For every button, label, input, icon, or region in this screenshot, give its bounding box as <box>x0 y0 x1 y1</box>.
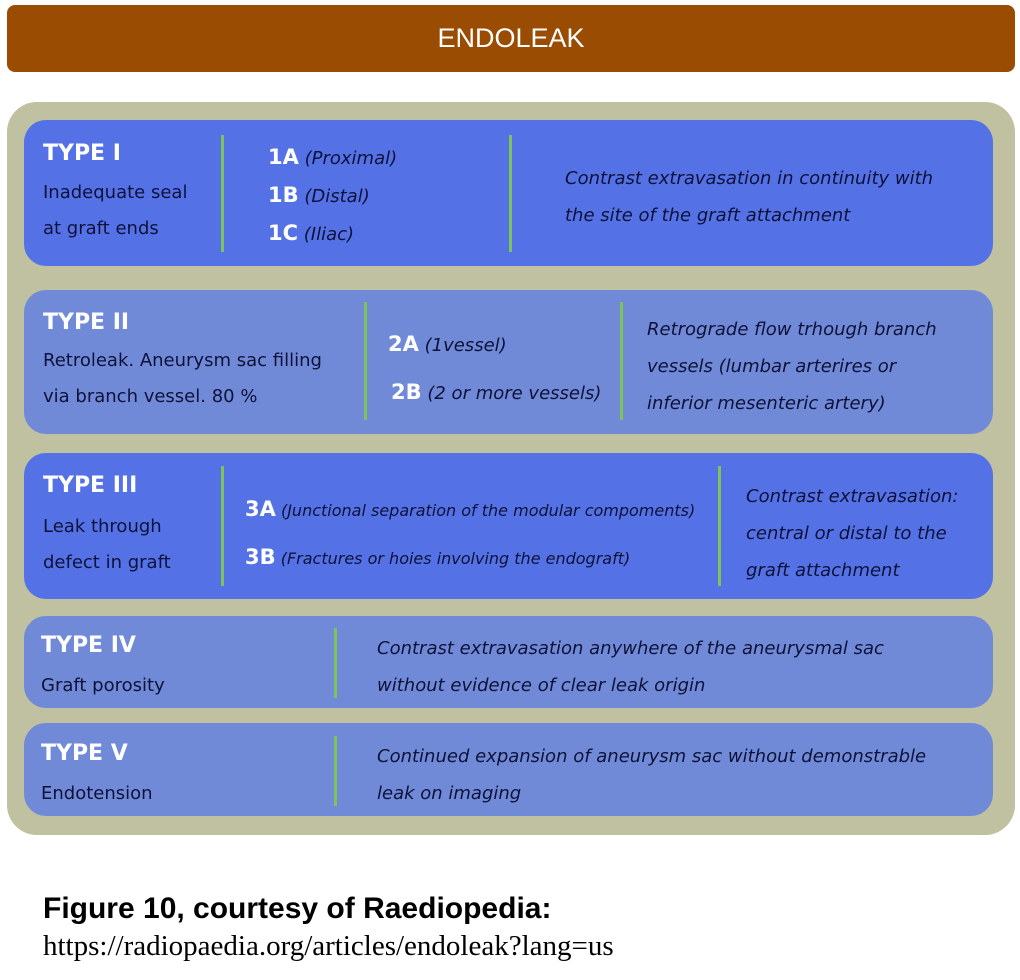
subtype-text: (Junctional separation of the modular co… <box>280 501 696 520</box>
type-iv-row <box>24 616 993 708</box>
divider <box>364 302 367 420</box>
divider <box>221 135 224 252</box>
type-iv-title: TYPE IV <box>41 633 136 658</box>
type-i-finding: Contrast extravasation in continuity wit… <box>565 160 933 234</box>
desc-line: at graft ends <box>43 218 159 239</box>
subtype: 1A (Proximal) <box>268 139 397 177</box>
type-i-title: TYPE I <box>43 141 121 166</box>
desc-line: Retroleak. Aneurysm sac filling <box>43 350 322 371</box>
desc-line: defect in graft <box>43 552 171 573</box>
finding-line: graft attachment <box>746 560 900 581</box>
type-v-row <box>24 723 993 816</box>
type-ii-finding: Retrograde flow trhough branch vessels (l… <box>647 311 937 422</box>
subtype-code: 1B <box>268 183 299 207</box>
header-title: ENDOLEAK <box>437 23 585 53</box>
type-ii-subtypes: 2A (1vessel) 2B (2 or more vessels) <box>388 321 601 417</box>
source-url: https://radiopaedia.org/articles/endolea… <box>43 930 614 962</box>
subtype: 3A (Junctional separation of the modular… <box>245 486 695 534</box>
subtype-code: 2A <box>388 332 419 356</box>
divider <box>221 466 224 586</box>
type-v-title: TYPE V <box>41 741 128 766</box>
endoleak-header: ENDOLEAK <box>7 5 1015 72</box>
divider <box>620 302 623 420</box>
finding-line: vessels (lumbar arterires or <box>647 356 897 377</box>
subtype-text: (2 or more vessels) <box>427 383 602 404</box>
subtype-text: (Proximal) <box>304 148 398 169</box>
finding-line: Contrast extravasation in continuity wit… <box>565 168 934 189</box>
type-iv-desc: Graft porosity <box>41 675 165 696</box>
finding-line: Contrast extravasation anywhere of the a… <box>377 638 884 659</box>
type-v-finding: Continued expansion of aneurysm sac with… <box>377 738 926 812</box>
type-i-desc: Inadequate seal at graft ends <box>43 175 187 247</box>
finding-line: Contrast extravasation: <box>746 486 959 507</box>
finding-line: inferior mesenteric artery) <box>647 393 886 414</box>
subtype-text: (Iliac) <box>303 224 355 245</box>
type-iii-desc: Leak through defect in graft <box>43 509 171 581</box>
subtype-text: (Distal) <box>304 186 370 207</box>
type-i-row <box>24 120 993 266</box>
finding-line: the site of the graft attachment <box>565 205 851 226</box>
figure-caption: Figure 10, courtesy of Raediopedia: <box>43 892 552 925</box>
subtype-code: 1C <box>268 221 299 245</box>
subtype: 2A (1vessel) <box>388 321 601 369</box>
subtype: 1C (Iliac) <box>268 215 397 253</box>
type-iii-subtypes: 3A (Junctional separation of the modular… <box>245 486 695 582</box>
divider <box>718 466 721 586</box>
desc-line: Inadequate seal <box>43 182 188 203</box>
divider <box>509 135 512 252</box>
subtype: 1B (Distal) <box>268 177 397 215</box>
type-i-subtypes: 1A (Proximal) 1B (Distal) 1C (Iliac) <box>268 139 397 253</box>
finding-line: Retrograde flow trhough branch <box>647 319 937 340</box>
type-ii-desc: Retroleak. Aneurysm sac filling via branc… <box>43 343 322 415</box>
type-iii-finding: Contrast extravasation: central or distal… <box>746 478 958 589</box>
desc-line: Leak through <box>43 516 162 537</box>
type-iii-row <box>24 453 993 599</box>
subtype-code: 2B <box>391 380 422 404</box>
subtype-code: 3A <box>245 497 276 521</box>
desc-line: via branch vessel. 80 % <box>43 386 258 407</box>
type-iii-title: TYPE III <box>43 473 138 498</box>
type-v-desc: Endotension <box>41 783 153 804</box>
finding-line: Continued expansion of aneurysm sac with… <box>377 746 927 767</box>
subtype: 2B (2 or more vessels) <box>391 369 601 417</box>
type-ii-title: TYPE II <box>43 310 130 335</box>
divider <box>334 736 337 806</box>
finding-line: leak on imaging <box>377 783 522 804</box>
finding-line: central or distal to the <box>746 523 947 544</box>
subtype-code: 1A <box>268 145 299 169</box>
type-ii-row <box>24 290 993 434</box>
subtype-text: (1vessel) <box>424 335 507 356</box>
subtype: 3B (Fractures or hoies involving the end… <box>245 534 695 582</box>
subtype-text: (Fractures or hoies involving the endogr… <box>280 549 631 568</box>
finding-line: without evidence of clear leak origin <box>377 675 706 696</box>
subtype-code: 3B <box>245 545 276 569</box>
type-iv-finding: Contrast extravasation anywhere of the a… <box>377 630 884 704</box>
divider <box>334 628 337 698</box>
